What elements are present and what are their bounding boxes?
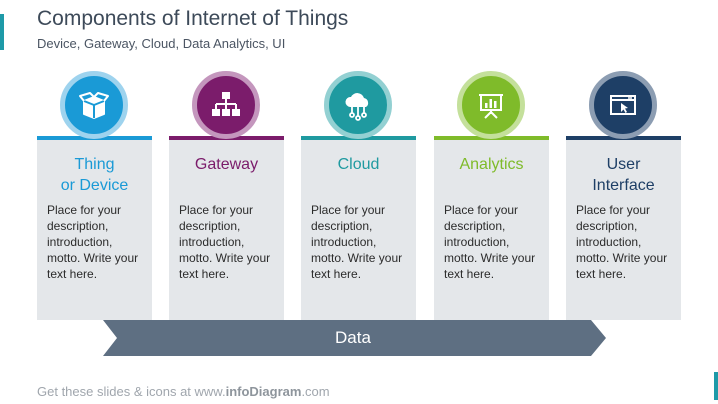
cloud-network-icon xyxy=(324,71,392,139)
card-title: Thing or Device xyxy=(60,156,129,194)
slide-title: Components of Internet of Things xyxy=(37,7,349,30)
slide-subtitle: Device, Gateway, Cloud, Data Analytics, … xyxy=(37,36,286,51)
box-icon xyxy=(60,71,128,139)
footer-credit: Get these slides & icons at www.infoDiag… xyxy=(37,384,330,399)
footer-prefix: Get these slides & icons at www. xyxy=(37,384,226,399)
left-accent-bar xyxy=(0,14,4,50)
card-description: Place for your description, introduction… xyxy=(311,203,403,281)
presentation-chart-icon xyxy=(457,71,525,139)
data-band xyxy=(103,320,606,356)
card-description: Place for your description, introduction… xyxy=(576,203,668,281)
browser-window-cursor-icon xyxy=(589,71,657,139)
data-band-label: Data xyxy=(335,328,371,347)
card-gateway: Gateway Place for your description, intr… xyxy=(169,136,284,320)
card-title: Analytics xyxy=(459,156,524,173)
card-title: Cloud xyxy=(337,156,380,173)
card-description: Place for your description, introduction… xyxy=(179,203,271,281)
right-accent-bar xyxy=(714,372,718,400)
card-user-interface: User Interface Place for your descriptio… xyxy=(566,136,681,320)
footer-suffix: .com xyxy=(301,384,330,399)
card-description: Place for your description, introduction… xyxy=(444,203,536,281)
card-title: User Interface xyxy=(592,156,655,194)
footer-brand: infoDiagram xyxy=(225,384,302,399)
card-cloud: Cloud Place for your description, introd… xyxy=(301,136,416,320)
card-title: Gateway xyxy=(194,156,259,173)
network-hierarchy-icon xyxy=(192,71,260,139)
card-thing-or-device: Thing or Device Place for your descripti… xyxy=(37,136,152,320)
card-description: Place for your description, introduction… xyxy=(47,203,139,281)
card-analytics: Analytics Place for your description, in… xyxy=(434,136,549,320)
